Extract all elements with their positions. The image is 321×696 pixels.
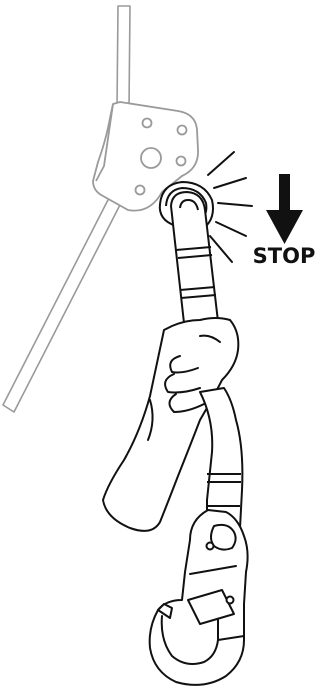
snap-hook — [150, 510, 248, 685]
down-arrow-icon — [266, 174, 303, 244]
stop-label: STOP — [250, 244, 318, 268]
impact-lines — [208, 152, 252, 262]
rope — [3, 6, 130, 412]
